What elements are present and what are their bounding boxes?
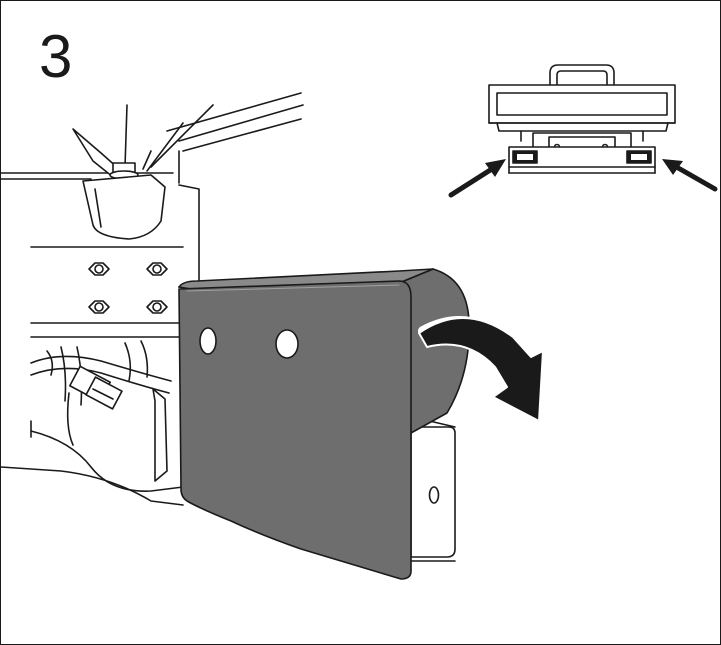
- rotate-arrow-icon: [418, 316, 544, 422]
- overview-icon: [488, 64, 676, 174]
- right-arrow-icon: [662, 159, 718, 192]
- step-number: 3: [39, 23, 73, 90]
- left-arrow-icon: [448, 159, 506, 198]
